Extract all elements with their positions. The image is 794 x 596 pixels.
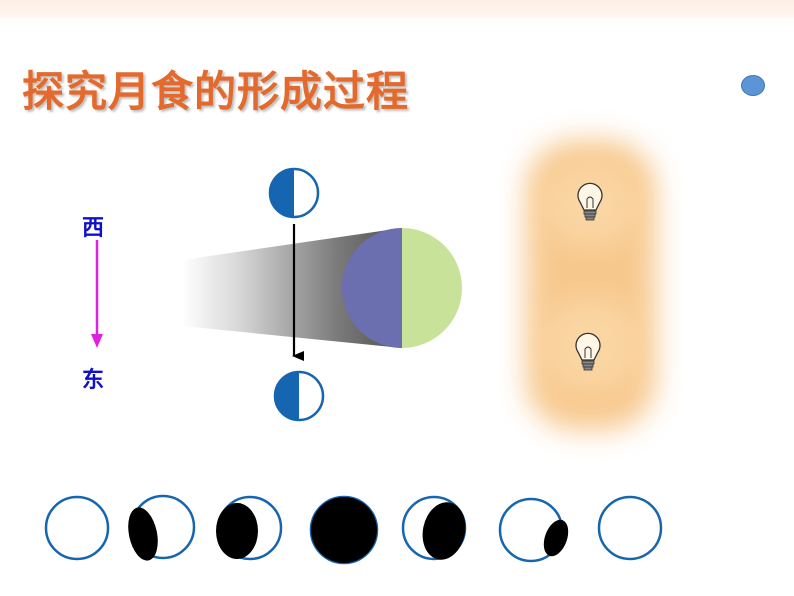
light-bulb-icon (575, 332, 601, 371)
moon-top (268, 167, 320, 219)
east-label: 东 (82, 367, 105, 393)
top-band (0, 0, 794, 18)
eclipse-phase-2 (128, 494, 196, 561)
eclipse-phase-7 (597, 495, 663, 561)
eclipse-phase-4 (309, 495, 379, 565)
light-bulb-icon (577, 182, 603, 221)
eclipse-phase-1 (44, 495, 110, 561)
corner-dot-icon[interactable] (741, 75, 765, 96)
slide-title: 探究月食的形成过程 (22, 67, 410, 116)
west-label: 西 (82, 215, 105, 241)
eclipse-phase-3 (216, 495, 283, 561)
earth (342, 228, 462, 348)
earth-shadow-cone (182, 228, 402, 348)
direction-arrow (91, 240, 103, 348)
eclipse-phase-5 (401, 495, 467, 561)
eclipse-phase-6 (498, 497, 569, 563)
moon-bottom (273, 370, 325, 422)
